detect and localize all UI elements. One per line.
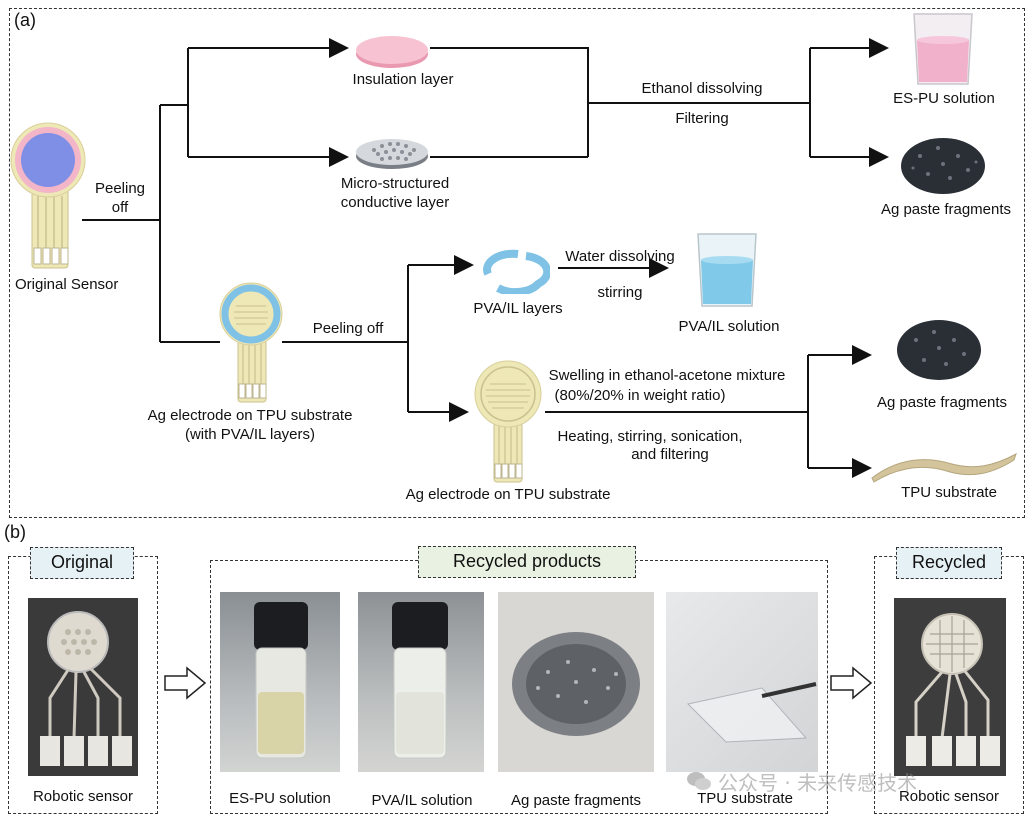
peeling-off-label-1: Peeling [94,180,146,197]
ag-paste-fragments-label-bottom: Ag paste fragments [876,394,1008,411]
peeling-off-mid-label: Peeling off [312,320,384,337]
pva-il-solution-label: PVA/IL solution [678,318,780,335]
hollow-arrow-right-icon-2 [830,666,873,700]
water-dissolving-label: Water dissolving [565,248,675,265]
ag-electrode-pva-image [219,282,283,403]
recycled-products-title: Recycled products [418,546,636,578]
peeling-off-label-2: off [111,199,129,216]
ag-paste-fragments-image-bottom [897,320,981,380]
original-title: Original [30,547,134,579]
ag-paste-fragments-photo [498,592,654,772]
recycled-title: Recycled [896,547,1002,579]
wechat-icon [687,772,711,790]
original-sensor-image [10,122,86,269]
original-sensor-label: Original Sensor [15,276,119,293]
es-pu-solution-photo [220,592,340,772]
ag-electrode-pva-label-2: (with PVA/IL layers) [184,426,316,443]
pva-il-solution-caption: PVA/IL solution [371,792,473,809]
robotic-sensor-recycled-label: Robotic sensor [898,788,1000,805]
micro-structured-label-2: conductive layer [340,194,450,211]
robotic-sensor-original-photo [28,598,138,776]
tpu-substrate-label: TPU substrate [901,484,997,501]
heating-label-2: and filtering [631,446,709,463]
ag-paste-fragments-label-top: Ag paste fragments [880,201,1012,218]
ag-paste-fragments-image-top [901,138,985,194]
es-pu-solution-caption: ES-PU solution [229,790,331,807]
insulation-layer-label: Insulation layer [352,71,454,88]
pva-il-layers-image [483,249,550,294]
ag-paste-fragments-caption: Ag paste fragments [510,792,642,809]
es-pu-beaker-image [913,13,973,85]
ag-electrode-tpu-image [474,360,542,483]
stirring-label: stirring [597,284,643,301]
watermark: 公众号 · 未来传感技术 [686,768,918,795]
insulation-layer-image [356,36,428,68]
tpu-substrate-photo [666,592,818,772]
ethanol-dissolving-label: Ethanol dissolving [641,80,763,97]
micro-structured-label-1: Micro-structured [340,175,450,192]
pva-il-beaker-image [697,233,757,307]
robotic-sensor-recycled-photo [894,598,1006,776]
tpu-substrate-image [871,452,1017,483]
pva-il-layers-label: PVA/IL layers [473,300,563,317]
heating-label-1: Heating, stirring, sonication, [557,428,743,445]
panel-a-label: (a) [14,10,36,30]
panel-b-label: (b) [4,522,26,542]
panel-a-frame [9,8,1025,518]
swelling-label-1: Swelling in ethanol-acetone mixture [548,367,786,384]
ag-electrode-pva-label-1: Ag electrode on TPU substrate [147,407,353,424]
watermark-text: 公众号 · 未来传感技术 [718,770,918,795]
micro-structured-layer-image [356,139,428,169]
hollow-arrow-right-icon [164,666,207,700]
tpu-substrate-caption: TPU substrate [697,790,793,807]
swelling-label-2: (80%/20% in weight ratio) [554,387,726,404]
es-pu-solution-label: ES-PU solution [893,90,995,107]
filtering-label: Filtering [675,110,729,127]
ag-electrode-tpu-label: Ag electrode on TPU substrate [405,486,611,503]
pva-il-solution-photo [358,592,484,772]
robotic-sensor-original-label: Robotic sensor [32,788,134,805]
